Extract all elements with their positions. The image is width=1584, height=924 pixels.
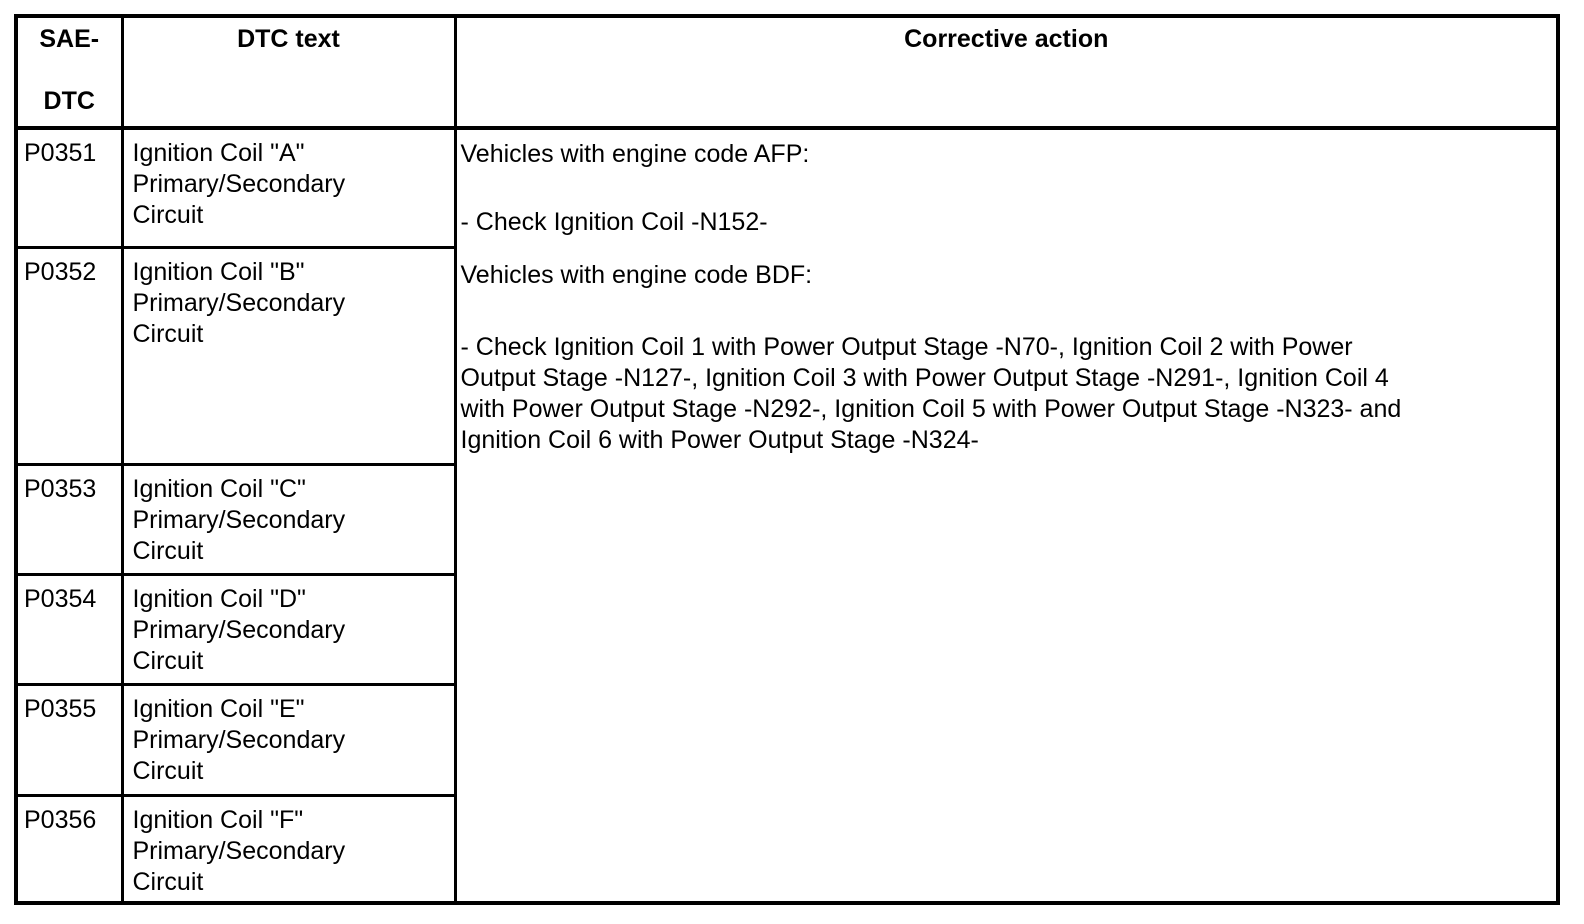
afp-heading: Vehicles with engine code AFP: xyxy=(460,140,810,168)
dtc-description: Ignition Coil "B" Primary/Secondary Circ… xyxy=(120,245,457,466)
table-row-p0355: P0355 Ignition Coil "E" Primary/Secondar… xyxy=(14,682,1558,797)
table-header-row: SAE- DTC DTC text Corrective action xyxy=(14,14,1560,130)
table-row-p0353: P0353 Ignition Coil "C" Primary/Secondar… xyxy=(14,462,1558,576)
dtc-code: P0356 xyxy=(14,793,124,905)
afp-action: - Check Ignition Coil -N152- xyxy=(460,208,768,236)
bdf-heading: Vehicles with engine code BDF: xyxy=(460,261,813,289)
dtc-code: P0351 xyxy=(14,126,124,249)
dtc-code: P0354 xyxy=(14,572,124,686)
dtc-description: Ignition Coil "D" Primary/Secondary Circ… xyxy=(120,572,457,686)
dtc-code: P0355 xyxy=(14,682,124,797)
header-dtc-text: DTC text xyxy=(120,14,457,130)
dtc-code: P0352 xyxy=(14,245,124,466)
header-sae-dtc: SAE- DTC xyxy=(14,14,124,130)
dtc-description: Ignition Coil "F" Primary/Secondary Circ… xyxy=(120,793,457,905)
table-row-p0352: P0352 Ignition Coil "B" Primary/Secondar… xyxy=(14,245,1558,466)
dtc-description: Ignition Coil "C" Primary/Secondary Circ… xyxy=(120,462,457,576)
bdf-action: - Check Ignition Coil 1 with Power Outpu… xyxy=(460,333,1402,454)
dtc-table: SAE- DTC DTC text Corrective action P035… xyxy=(14,14,1560,905)
table-row-p0354: P0354 Ignition Coil "D" Primary/Secondar… xyxy=(14,572,1558,686)
dtc-code: P0353 xyxy=(14,462,124,576)
corrective-action-cell: Vehicles with engine code AFP: - Check I… xyxy=(453,126,1560,905)
table-row-p0356: P0356 Ignition Coil "F" Primary/Secondar… xyxy=(14,793,1558,905)
header-corrective-action: Corrective action xyxy=(453,14,1560,130)
table-row-p0351: P0351 Ignition Coil "A" Primary/Secondar… xyxy=(14,126,1560,905)
dtc-description: Ignition Coil "A" Primary/Secondary Circ… xyxy=(120,126,457,249)
dtc-description: Ignition Coil "E" Primary/Secondary Circ… xyxy=(120,682,457,797)
